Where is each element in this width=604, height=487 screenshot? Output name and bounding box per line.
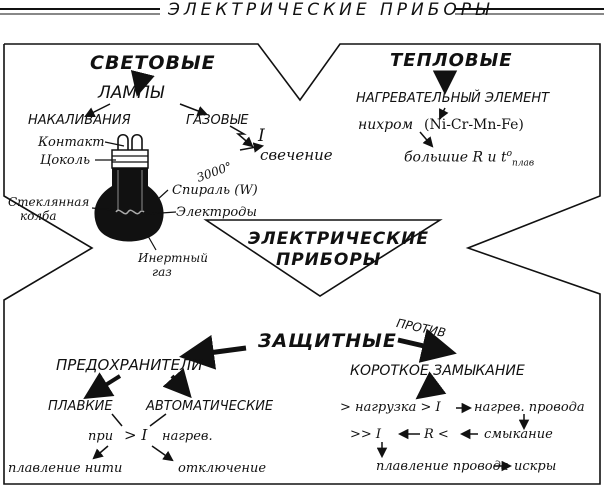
high-resistance-label: большие R и toплав <box>404 149 535 169</box>
frame-outline <box>3 43 601 485</box>
at-label: при <box>88 429 114 444</box>
current-threshold: > I <box>124 426 148 444</box>
resistance-label: R < <box>424 427 449 442</box>
electrodes-label: Электроды <box>176 205 257 220</box>
melt-wire-label: плавление провода <box>376 459 509 474</box>
inert-gas-label-2: газ <box>152 265 172 279</box>
center-title-line2: ПРИБОРЫ <box>276 250 382 270</box>
glass-label-2: колба <box>20 209 57 223</box>
lamps-label: ЛАМПЫ <box>98 83 164 103</box>
heating-label: нагрев. <box>162 429 213 444</box>
load-current-label: > нагрузка > I <box>340 400 441 415</box>
gas-label: ГАЗОВЫЕ <box>186 113 249 128</box>
spiral-label: Спираль (W) <box>172 183 258 198</box>
glow-label: свечение <box>260 146 333 164</box>
header-rules <box>0 8 604 15</box>
light-bulb-icon <box>94 133 164 242</box>
light-title: СВЕТОВЫЕ <box>90 52 216 74</box>
nichrome-label: нихром <box>358 117 414 133</box>
double-current-label: >> I <box>350 427 382 442</box>
alloy-label: (Ni-Cr-Mn-Fe) <box>424 117 524 133</box>
short-circuit-label: КОРОТКОЕ ЗАМЫКАНИЕ <box>350 363 525 379</box>
inert-gas-label-1: Инертный <box>138 251 208 265</box>
thermal-title: ТЕПЛОВЫЕ <box>390 50 513 71</box>
disconnect-label: отключение <box>178 461 267 476</box>
center-triangle <box>203 219 443 297</box>
center-title-line1: ЭЛЕКТРИЧЕСКИЕ <box>248 229 429 249</box>
heating-element-label: НАГРЕВАТЕЛЬНЫЙ ЭЛЕМЕНТ <box>356 91 550 106</box>
arrows <box>83 70 530 472</box>
header-title: ЭЛЕКТРИЧЕСКИЕ ПРИБОРЫ <box>168 0 493 20</box>
closure-label: смыкание <box>484 427 553 442</box>
sparks-label: искры <box>514 459 557 474</box>
fusible-label: ПЛАВКИЕ <box>48 399 113 414</box>
protective-title: ЗАЩИТНЫЕ <box>258 330 397 352</box>
base-label: Цоколь <box>40 153 91 168</box>
glow-current: I <box>258 126 265 146</box>
fuses-label: ПРЕДОХРАНИТЕЛИ <box>56 356 203 374</box>
glass-label-1: Стеклянная <box>8 195 90 209</box>
wire-heating-label: нагрев. провода <box>474 400 585 415</box>
contact-label: Контакт <box>38 135 105 150</box>
automatic-label: АВТОМАТИЧЕСКИЕ <box>146 399 274 414</box>
incandescent-label: НАКАЛИВАНИЯ <box>28 113 131 128</box>
melt-filament-label: плавление нити <box>8 461 123 476</box>
